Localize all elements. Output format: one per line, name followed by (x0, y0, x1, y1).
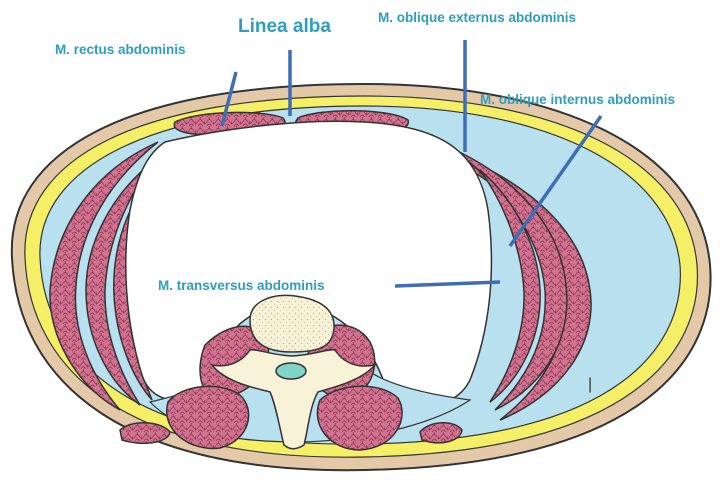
label-oblique-externus: M. oblique externus abdominis (378, 11, 576, 25)
vertebral-body (250, 295, 334, 352)
label-transversus-abdominis: M. transversus abdominis (158, 279, 325, 293)
stray-mark: | (588, 376, 592, 394)
spinal-canal (276, 363, 306, 379)
label-linea-alba: Linea alba (238, 17, 331, 36)
label-oblique-internus: M. oblique internus abdominis (480, 93, 675, 107)
label-rectus-abdominis: M. rectus abdominis (55, 43, 186, 57)
left-posterior-muscle-small (120, 423, 170, 444)
